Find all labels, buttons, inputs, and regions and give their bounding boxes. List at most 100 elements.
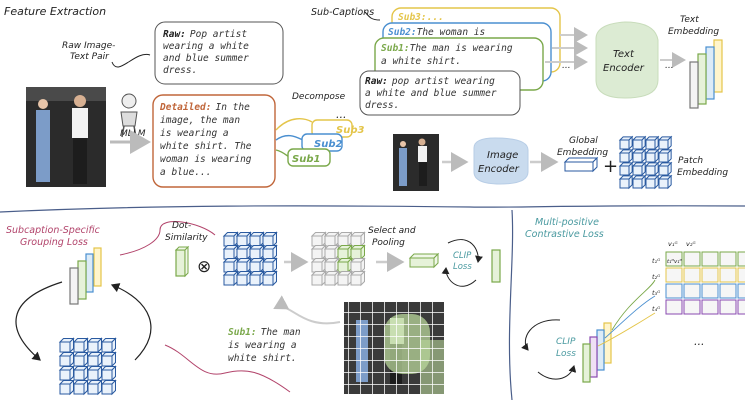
patch-cube [657, 174, 673, 190]
matrix-col-label: v₂ᴳ [686, 240, 696, 248]
patch-cube [349, 244, 366, 261]
patch-cube [310, 244, 327, 261]
patch-cube [222, 270, 239, 287]
patch-cube [618, 135, 634, 151]
matrix-col-label: v₁ᴳ [668, 240, 678, 248]
contrastive-cycle-bottom [537, 365, 577, 380]
decompose-label: Decompose [292, 92, 346, 102]
contrastive-embedding-bars [582, 322, 612, 383]
patch-cube [657, 161, 673, 177]
patch-cube [248, 244, 265, 261]
similarity-grid [310, 231, 366, 287]
image-encoder-label-2: Encoder [478, 164, 520, 175]
patch-cube [618, 148, 634, 164]
sub-caption-tags [275, 118, 353, 167]
text-embedding-bars [689, 39, 723, 109]
matrix-cell [701, 283, 719, 299]
select-pooling-label-2: Pooling [372, 238, 405, 248]
patch-cube [86, 365, 103, 382]
section-title-contrastive-1: Multi-positive [535, 217, 599, 228]
patch-cube [631, 161, 647, 177]
image-encoder-label-1: Image [487, 150, 518, 161]
input-photo [26, 87, 106, 187]
dot-similarity-patch-grid [222, 231, 278, 287]
matrix-cell [719, 251, 737, 267]
patch-cube [261, 257, 278, 274]
patch-cube [336, 257, 353, 274]
arrow-mask-to-caption [273, 295, 341, 325]
matrix-row-label: t₂ᴳ [652, 273, 660, 281]
patch-cube [86, 379, 103, 396]
section-title-grouping-loss-1: Subcaption-Specific [6, 225, 101, 236]
raw-pair-label-2: Text Pair [70, 52, 110, 62]
clip-text-embedding-bar [491, 249, 501, 283]
patch-cube [310, 270, 327, 287]
detailed-caption-bubble [152, 94, 276, 188]
patch-cube [72, 351, 89, 368]
decompose-ellipsis: ... [336, 108, 347, 121]
matrix-cell [719, 283, 737, 299]
clip-loss-label-2: Loss [453, 262, 472, 272]
matrix-cell [683, 283, 701, 299]
contrastive-cycle-top [521, 319, 561, 351]
patch-cube [72, 365, 89, 382]
matrix-row-label: t₃ᴳ [652, 289, 660, 297]
patch-cube [58, 365, 75, 382]
patch-cube [323, 257, 340, 274]
patch-cube [235, 231, 252, 248]
image-encoder-block [473, 137, 529, 185]
global-embedding-label-2: Embedding [557, 148, 608, 158]
patch-cube [631, 174, 647, 190]
patch-cube [323, 270, 340, 287]
clip-loss-label-1: CLIP [453, 251, 472, 261]
global-embedding-label-1: Global [569, 136, 598, 146]
patch-cube [644, 174, 660, 190]
clip-cycle-top [447, 239, 483, 263]
sub-captions-connector [364, 11, 381, 21]
bottom-sub1-text: Sub1:The man is wearing a white shirt. [228, 327, 306, 364]
matrix-cell [701, 251, 719, 267]
matrix-cell [665, 267, 683, 283]
stack-raw-text: Raw:pop artist wearing a white and blue … [365, 76, 502, 111]
patch-cube [100, 379, 117, 396]
matrix-ellipsis: ... [694, 335, 705, 348]
section-title-grouping-loss-2: Grouping Loss [20, 237, 88, 248]
patch-cube [644, 148, 660, 164]
patch-cube [657, 148, 673, 164]
masked-patch-image [344, 302, 444, 394]
cycle-arrow-left [15, 281, 63, 361]
otimes-operator: ⊗ [197, 257, 211, 277]
patch-cube [86, 351, 103, 368]
patch-cube [349, 231, 366, 248]
dot-similarity-label-2: Similarity [165, 233, 208, 243]
patch-cube [248, 231, 265, 248]
matrix-diag-label: t₁ᴳv₁ᴳ [667, 258, 683, 265]
patch-embedding-label-1: Patch [678, 156, 703, 166]
selected-text-embedding-bar [174, 245, 190, 278]
patch-cube [349, 257, 366, 274]
section-title-contrastive-2: Contrastive Loss [525, 229, 604, 240]
text-encoder-block [595, 21, 659, 99]
text-embedding-label-1: Text [680, 15, 699, 25]
text-encoder-label-2: Encoder [603, 63, 645, 74]
patch-cube [100, 351, 117, 368]
matrix-cell [701, 299, 719, 315]
tag-sub2: Sub2 [314, 139, 342, 150]
patch-cube [72, 379, 89, 396]
clip-cycle-bottom [441, 267, 477, 287]
cycle-arrow-right [110, 283, 152, 361]
patch-cube [261, 270, 278, 287]
patch-cube [310, 257, 327, 274]
patch-cube [248, 270, 265, 287]
patch-cube [72, 337, 89, 354]
patch-embedding-grid [618, 135, 673, 190]
patch-cube [58, 351, 75, 368]
raw-pair-label-1: Raw Image- [62, 41, 115, 51]
matrix-cell [683, 267, 701, 283]
matrix-cell [665, 251, 683, 267]
patch-cube [261, 244, 278, 261]
matrix-cell [683, 299, 701, 315]
patch-cube [323, 244, 340, 261]
tag-sub3: Sub3 [336, 125, 364, 136]
section-divider-horizontal [0, 205, 745, 213]
